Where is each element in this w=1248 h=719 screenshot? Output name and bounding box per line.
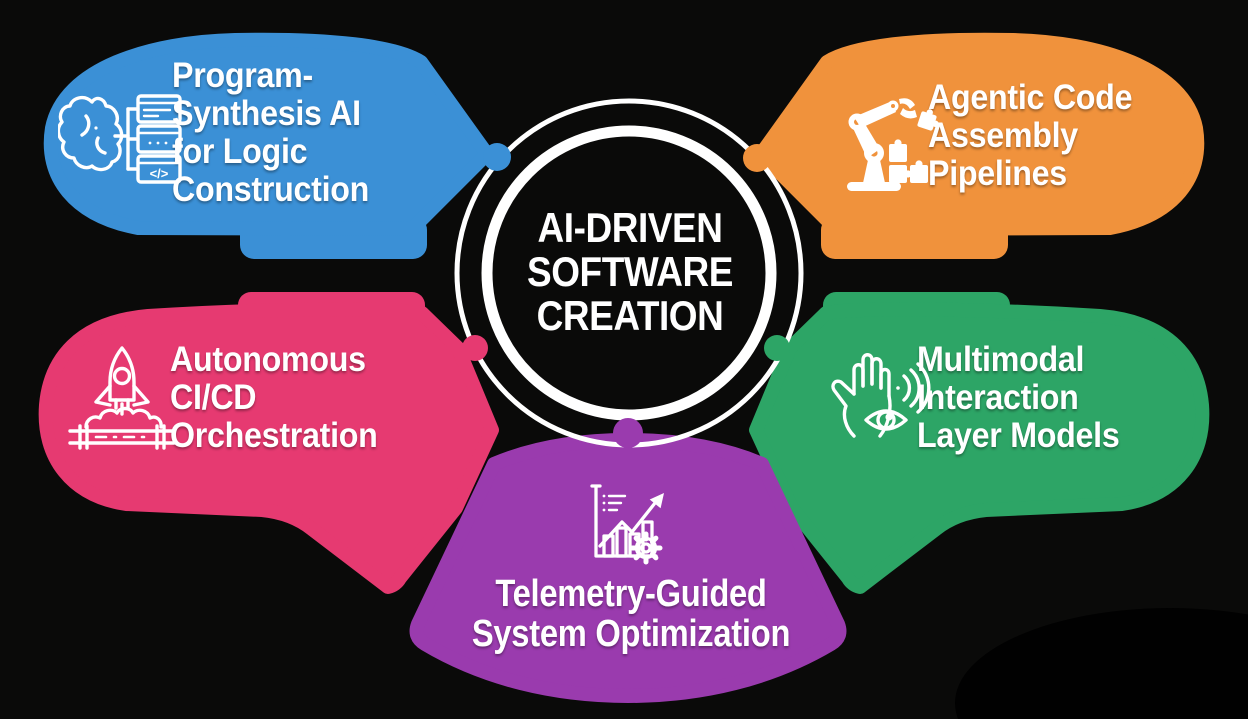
- petal-label-line: Layer Models: [917, 416, 1120, 455]
- petal-label-multimodal: Multimodal Interaction Layer Models: [917, 340, 1120, 455]
- petal-label-line: Orchestration: [170, 416, 378, 455]
- petal-label-line: Autonomous: [170, 340, 366, 379]
- rocket-pipeline-icon: [68, 346, 176, 450]
- hub-dot-autonomous-cicd: [462, 335, 488, 361]
- hub-dot-agentic-code: [743, 144, 771, 172]
- analytics-gear-icon: [590, 484, 664, 565]
- petal-label-line: Synthesis AI: [172, 94, 361, 133]
- robot-arm-puzzle-icon: [847, 98, 939, 191]
- hub-title-line: CREATION: [536, 292, 724, 339]
- petal-label-line: Interaction: [917, 378, 1079, 417]
- petal-label-program-synthesis: Program- Synthesis AI for Logic Construc…: [172, 57, 369, 209]
- petal-label-line: for Logic: [172, 132, 308, 171]
- hub-title-line: AI-DRIVEN: [537, 204, 723, 251]
- petal-label-line: CI/CD: [170, 378, 257, 417]
- petal-label-telemetry: Telemetry-Guided System Optimization: [471, 573, 791, 655]
- hub-title: AI-DRIVEN SOFTWARE CREATION: [527, 206, 733, 338]
- petal-label-line: Pipelines: [928, 154, 1067, 193]
- background-shadow-ellipse: [955, 608, 1248, 719]
- hub-inner-ring: [481, 125, 777, 421]
- petal-shape: [38, 302, 499, 594]
- petal-autonomous-cicd: [38, 292, 499, 594]
- petal-shape: [749, 302, 1210, 594]
- hub-dot-multimodal: [764, 335, 790, 361]
- petal-label-line: System Optimization: [471, 613, 791, 655]
- hub-title-line: SOFTWARE: [527, 248, 733, 295]
- hand-gesture-eye-icon: [831, 353, 931, 438]
- petal-label-line: Construction: [172, 170, 370, 209]
- petal-label-agentic-code: Agentic Code Assembly Pipelines: [928, 78, 1133, 193]
- petal-multimodal: [749, 292, 1210, 594]
- brain-code-windows-icon: </>: [58, 94, 182, 184]
- code-glyph: </>: [150, 166, 169, 181]
- petal-label-line: Assembly: [928, 116, 1078, 155]
- petal-label-line: Telemetry-Guided: [495, 573, 767, 615]
- petal-label-line: Multimodal: [917, 340, 1085, 379]
- petal-label-line: Program-: [172, 56, 313, 95]
- hub-dot-program-synthesis: [483, 143, 511, 171]
- hub-dot-telemetry: [613, 418, 643, 448]
- petal-label-line: Agentic Code: [928, 78, 1133, 117]
- petal-label-autonomous-cicd: Autonomous CI/CD Orchestration: [170, 341, 378, 455]
